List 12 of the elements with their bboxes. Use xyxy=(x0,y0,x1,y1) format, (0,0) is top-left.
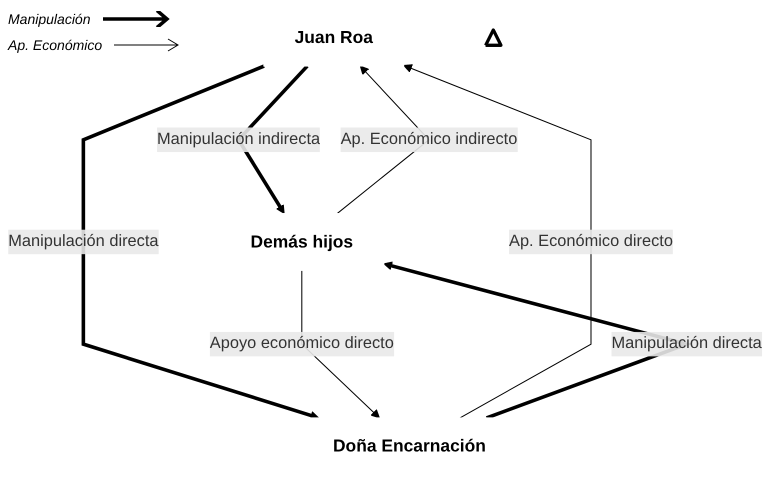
legend-label: Manipulación xyxy=(8,11,90,27)
edge-label: Manipulación indirecta xyxy=(157,130,320,148)
arrow xyxy=(403,64,592,418)
edge-label: Manipulación directa xyxy=(611,334,762,352)
edge-label: Ap. Económico directo xyxy=(509,232,673,250)
edge-label: Apoyo económico directo xyxy=(210,334,394,352)
node-text: Demás hijos xyxy=(250,232,354,251)
legend-label: Ap. Económico xyxy=(8,37,102,53)
edge-label: Ap. Económico indirecto xyxy=(340,130,518,148)
node-text: Juan Roa xyxy=(294,27,373,47)
node-text: Doña Encarnación xyxy=(332,436,486,456)
edge-label: Manipulación directa xyxy=(8,232,159,250)
